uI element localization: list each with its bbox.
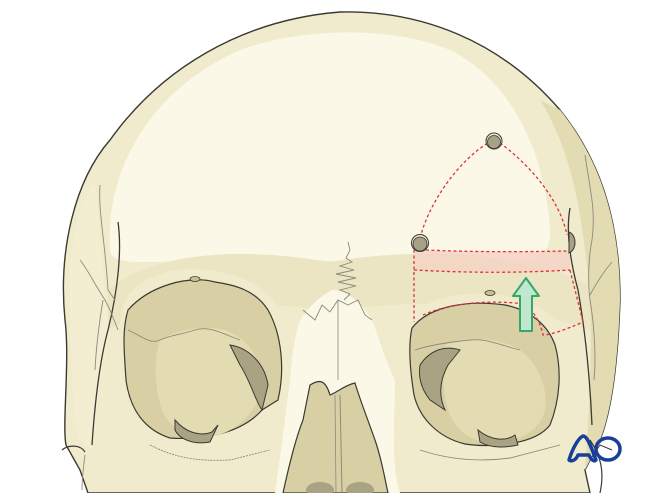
left-temporal-region xyxy=(61,184,121,491)
ao-logo[interactable] xyxy=(567,434,622,463)
osteotomy-outline xyxy=(413,142,584,336)
advance-arrow-up-icon xyxy=(512,277,540,332)
left-orbit xyxy=(120,268,291,445)
supraorbital-foramen-right xyxy=(484,290,496,296)
burr-holes xyxy=(411,132,576,254)
burr-hole-right xyxy=(568,231,576,254)
burr-hole-left xyxy=(411,234,429,252)
zygomatic-lines xyxy=(149,439,613,494)
right-orbit xyxy=(403,290,575,448)
burr-hole-top xyxy=(485,132,503,150)
supraorbital-foramen-left xyxy=(189,276,201,282)
